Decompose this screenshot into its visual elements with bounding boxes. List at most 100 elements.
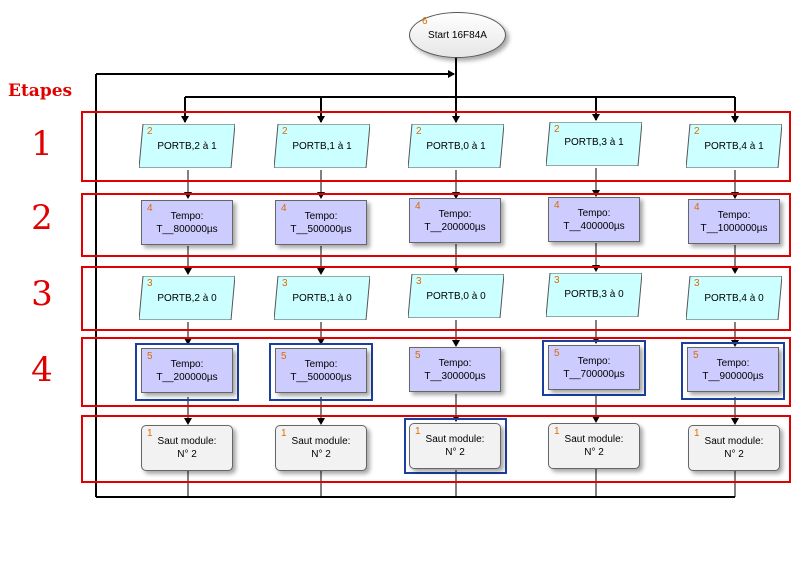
node-label: PORTB,4 à 0 (704, 293, 764, 304)
start-node-label: Start 16F84A (428, 30, 487, 41)
node-number: 2 (694, 126, 700, 137)
parallelogram-shape (686, 124, 782, 168)
node-label-title: Tempo: (438, 209, 472, 220)
node-label-title: Saut module: (157, 436, 217, 447)
node-delay-portb4-on[interactable]: 4 Tempo: T__1000000µs (688, 199, 780, 244)
jump-box (81, 415, 791, 483)
node-number: 3 (554, 275, 560, 286)
step-number-4: 4 (31, 350, 53, 390)
node-portb3-set[interactable]: 2 PORTB,3 à 1 (546, 122, 642, 166)
parallelogram-shape (274, 124, 370, 168)
parallelogram-shape (546, 122, 642, 166)
node-number: 3 (694, 278, 700, 289)
step-number-3: 3 (31, 274, 53, 314)
node-number: 4 (415, 201, 421, 212)
node-portb1-set[interactable]: 2 PORTB,1 à 1 (274, 124, 370, 168)
node-number: 4 (694, 202, 700, 213)
selection-frame (404, 418, 507, 474)
step-box-2 (81, 193, 791, 257)
node-number: 1 (281, 428, 287, 439)
selection-frame (542, 340, 646, 396)
node-number: 1 (147, 428, 153, 439)
node-label-title: Tempo: (717, 210, 751, 221)
parallelogram-shape (686, 276, 782, 320)
node-label: PORTB,0 à 0 (426, 291, 486, 302)
node-number: 4 (281, 203, 287, 214)
node-portb2-set[interactable]: 2 PORTB,2 à 1 (139, 124, 235, 168)
node-label: PORTB,2 à 1 (157, 141, 217, 152)
node-jump-col4[interactable]: 1 Saut module: N° 2 (548, 423, 640, 469)
node-number: 2 (147, 126, 153, 137)
node-number: 5 (147, 351, 153, 362)
node-delay-portb1-off[interactable]: 5 Tempo: T__500000µs (275, 348, 367, 393)
node-portb4-set[interactable]: 2 PORTB,4 à 1 (686, 124, 782, 168)
node-delay-portb0-on[interactable]: 4 Tempo: T__200000µs (409, 198, 501, 243)
node-portb0-set[interactable]: 2 PORTB,0 à 1 (408, 124, 504, 168)
node-portb0-clear[interactable]: 3 PORTB,0 à 0 (408, 274, 504, 318)
step-number-1: 1 (31, 124, 53, 164)
node-number: 5 (554, 348, 560, 359)
node-number: 3 (416, 276, 422, 287)
node-label-value: T__1000000µs (700, 223, 768, 234)
selection-frame (681, 342, 785, 400)
node-portb1-clear[interactable]: 3 PORTB,1 à 0 (274, 276, 370, 320)
parallelogram-shape (408, 274, 504, 318)
selection-frame (135, 343, 239, 401)
node-label-title: Tempo: (577, 208, 611, 219)
selection-frame (269, 343, 373, 401)
node-delay-portb4-off[interactable]: 5 Tempo: T__900000µs (687, 347, 779, 392)
node-label-title: Tempo: (304, 211, 338, 222)
node-label-value: T__200000µs (156, 372, 218, 383)
node-label-value: T__500000µs (290, 224, 352, 235)
node-delay-portb3-on[interactable]: 4 Tempo: T__400000µs (548, 197, 640, 242)
parallelogram-shape (408, 124, 504, 168)
step-box-3 (81, 266, 791, 331)
node-jump-col3[interactable]: 1 Saut module: N° 2 (409, 423, 501, 469)
node-delay-portb3-off[interactable]: 5 Tempo: T__700000µs (548, 345, 640, 390)
node-number: 2 (554, 124, 560, 135)
node-label-title: Saut module: (704, 436, 764, 447)
node-number: 2 (282, 126, 288, 137)
node-label-value: T__500000µs (290, 372, 352, 383)
node-portb3-clear[interactable]: 3 PORTB,3 à 0 (546, 273, 642, 317)
node-label: PORTB,4 à 1 (704, 141, 764, 152)
node-label-value: T__400000µs (563, 221, 625, 232)
node-number: 4 (147, 203, 153, 214)
node-label-title: Tempo: (577, 356, 611, 367)
node-jump-col5[interactable]: 1 Saut module: N° 2 (688, 425, 780, 471)
node-label-title: Tempo: (716, 358, 750, 369)
node-label-title: Tempo: (170, 211, 204, 222)
node-jump-col1[interactable]: 1 Saut module: N° 2 (141, 425, 233, 471)
node-number: 5 (281, 351, 287, 362)
node-label: PORTB,2 à 0 (157, 293, 217, 304)
node-label: PORTB,1 à 1 (292, 141, 352, 152)
node-label-value: T__900000µs (702, 371, 764, 382)
node-number: 3 (147, 278, 153, 289)
parallelogram-shape (139, 276, 235, 320)
node-label: PORTB,0 à 1 (426, 141, 486, 152)
node-number: 5 (693, 350, 699, 361)
node-label-value: N° 2 (311, 449, 331, 460)
node-label-value: T__700000µs (563, 369, 625, 380)
node-portb4-clear[interactable]: 3 PORTB,4 à 0 (686, 276, 782, 320)
node-label: PORTB,3 à 1 (564, 137, 624, 148)
node-portb2-clear[interactable]: 3 PORTB,2 à 0 (139, 276, 235, 320)
node-delay-portb2-off[interactable]: 5 Tempo: T__200000µs (141, 348, 233, 393)
node-delay-portb2-on[interactable]: 4 Tempo: T__800000µs (141, 200, 233, 245)
node-label-title: Saut module: (291, 436, 351, 447)
parallelogram-shape (274, 276, 370, 320)
node-label: PORTB,3 à 0 (564, 289, 624, 300)
node-delay-portb1-on[interactable]: 4 Tempo: T__500000µs (275, 200, 367, 245)
start-node[interactable]: 6 Start 16F84A (409, 12, 506, 58)
node-delay-portb0-off[interactable]: 5 Tempo: T__300000µs (409, 347, 501, 392)
node-label-title: Tempo: (170, 359, 204, 370)
node-label-value: N° 2 (584, 447, 604, 458)
node-jump-col2[interactable]: 1 Saut module: N° 2 (275, 425, 367, 471)
node-number: 1 (694, 428, 700, 439)
node-label: PORTB,1 à 0 (292, 293, 352, 304)
step-box-1 (81, 111, 791, 182)
node-number: 1 (415, 426, 421, 437)
node-label-value: N° 2 (724, 449, 744, 460)
start-node-number: 6 (422, 16, 428, 27)
